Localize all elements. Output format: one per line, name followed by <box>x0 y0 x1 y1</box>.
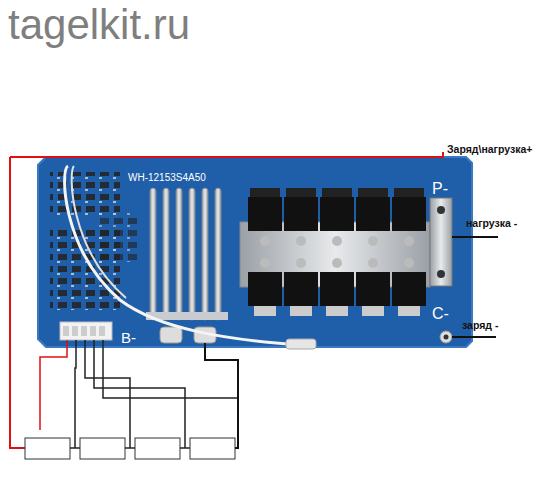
mosfet <box>248 197 282 231</box>
mosfet <box>284 197 318 231</box>
pin <box>63 326 69 336</box>
mosfet <box>320 197 354 231</box>
resistor-rod <box>163 188 169 320</box>
balance-connector <box>60 322 112 340</box>
thermistor <box>286 339 316 349</box>
mosfet <box>356 197 390 231</box>
mosfet <box>284 272 318 306</box>
pin <box>90 326 96 336</box>
resistor-rod <box>150 188 156 320</box>
pin <box>72 326 78 336</box>
load-minus-wire <box>452 236 498 238</box>
terminal-name: C- <box>432 305 449 323</box>
b-minus-wire <box>205 343 238 448</box>
cell-link <box>125 447 135 449</box>
mosfet-leads <box>254 306 276 316</box>
mosfet-leads <box>290 306 312 316</box>
terminal-name: P- <box>432 180 448 198</box>
mosfet <box>320 272 354 306</box>
resistor-rod <box>215 188 221 320</box>
mosfet <box>356 272 390 306</box>
terminal-name: B- <box>121 330 136 347</box>
mosfets <box>248 188 426 316</box>
battery-cell <box>80 438 125 459</box>
mosfet-leads <box>362 306 384 316</box>
smd-components <box>98 212 138 262</box>
wire-label: Заряд\нагрузка+ <box>447 144 532 156</box>
shunt-resistors <box>146 188 228 320</box>
battery-cell <box>190 438 235 459</box>
battery-cell <box>135 438 180 459</box>
wire-label: нагрузка - <box>466 218 517 230</box>
smd-components <box>50 172 120 217</box>
battery-cell <box>25 438 70 459</box>
pin <box>99 326 105 336</box>
cell-link <box>180 447 190 449</box>
charge-minus-wire <box>452 336 496 338</box>
resistor-rod <box>202 188 208 320</box>
p-busbar <box>430 198 452 286</box>
resistor-rod <box>189 188 195 320</box>
pcb-board <box>38 157 472 347</box>
cell-link <box>70 447 80 449</box>
watermark: tagelkit.ru <box>8 2 190 48</box>
mosfet <box>392 197 426 231</box>
mosfet <box>248 272 282 306</box>
wire-label: заряд - <box>462 320 498 332</box>
charge-load-plus-wire <box>10 157 25 448</box>
board-model: WH-12153S4A50 <box>128 172 206 183</box>
mosfet <box>392 272 426 306</box>
connector-pins <box>63 326 105 336</box>
pin <box>81 326 87 336</box>
resistor-rod <box>176 188 182 320</box>
sense-wire <box>65 166 300 345</box>
mosfet-leads <box>326 306 348 316</box>
battery-cells <box>25 438 235 459</box>
mosfet-leads <box>398 306 420 316</box>
